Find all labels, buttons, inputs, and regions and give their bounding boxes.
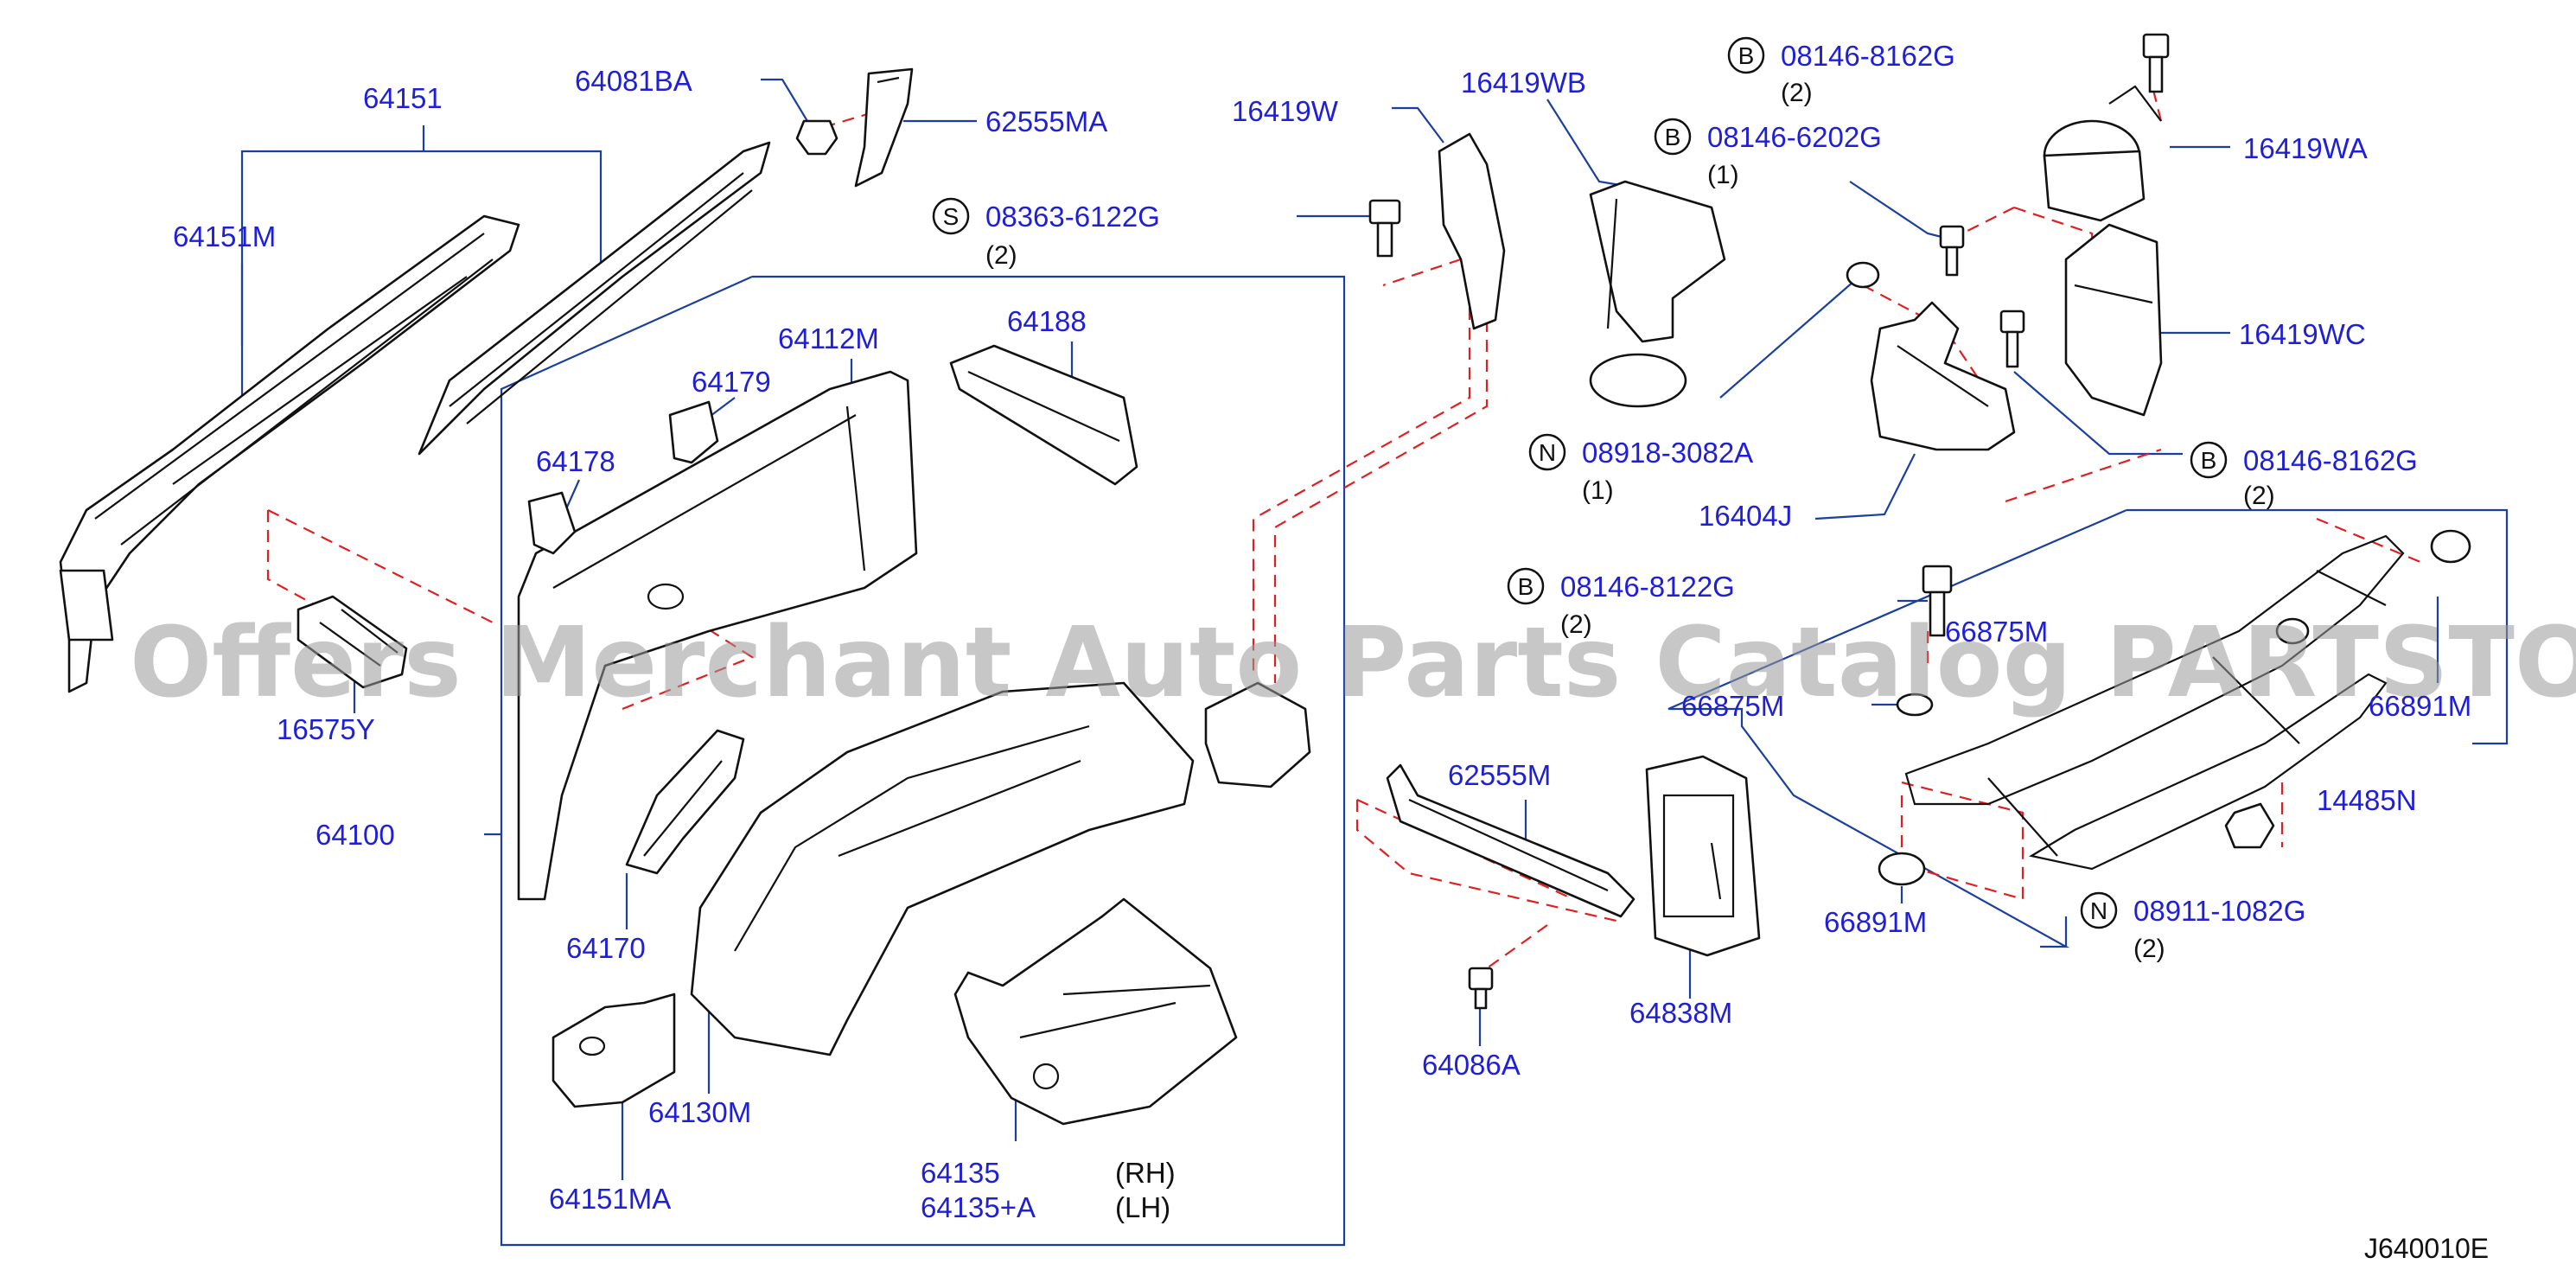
label-64135[interactable]: 64135 (921, 1157, 1000, 1189)
label-lh: (LH) (1115, 1191, 1170, 1223)
part-14485N-frame (1904, 534, 2405, 871)
part-66891M-right-mount (2275, 529, 2471, 645)
label-66891M-right[interactable]: 66891M (2369, 690, 2471, 722)
part-62555M-rod (1386, 763, 1636, 918)
badge-letter: B (1518, 573, 1534, 600)
label-64130M[interactable]: 64130M (648, 1096, 751, 1128)
part-16419WC-bracket (2064, 223, 2163, 417)
fastener-qty: (2) (985, 241, 1017, 270)
fastener-qty: (1) (1582, 476, 1614, 505)
label-16419W[interactable]: 16419W (1232, 95, 1339, 127)
assembly-box-64100 (484, 275, 1346, 1247)
label-64112M[interactable]: 64112M (778, 322, 879, 354)
part-16404J-strap (1870, 301, 2016, 451)
fastener-08918-3082A[interactable]: N 08918-3082A (1) (1528, 433, 1753, 505)
leader-lines (240, 78, 2439, 1180)
part-64188-reinforcement (949, 344, 1138, 486)
badge-letter: N (2090, 897, 2107, 924)
label-64135A[interactable]: 64135+A (921, 1191, 1036, 1223)
part-16419W-bracket (1438, 132, 1506, 330)
label-rh: (RH) (1115, 1157, 1176, 1189)
diagram-code: J640010E (2364, 1233, 2489, 1264)
part-16575Y-bushing (296, 595, 408, 689)
part-labels: 64151 64151M 64081BA 62555MA 16575Y 6410… (173, 65, 2471, 1223)
label-16419WB[interactable]: 16419WB (1461, 67, 1586, 99)
fastener-qty: (2) (2243, 482, 2275, 510)
label-62555M[interactable]: 62555M (1448, 759, 1551, 791)
part-08146-6202G-bolt (1939, 225, 1965, 277)
label-62555MA[interactable]: 62555MA (985, 105, 1107, 137)
fastener-08146-8162G-top[interactable]: B 08146-8162G (2) (1727, 36, 1955, 107)
part-08918-nut (1846, 261, 1880, 289)
label-64100[interactable]: 64100 (316, 819, 395, 851)
fastener-qty: (2) (1560, 610, 1592, 639)
fastener-08363-6122G[interactable]: S 08363-6122G (2) (932, 197, 1160, 270)
part-64130M-wheelhouse (690, 681, 1195, 1056)
fastener-part-number: 08146-8122G (1560, 571, 1735, 603)
part-64081BA-nut (795, 119, 838, 156)
label-64179[interactable]: 64179 (692, 366, 771, 398)
label-64170[interactable]: 64170 (566, 932, 646, 964)
part-64179-bracket (668, 400, 719, 464)
fastener-qty: (2) (2133, 935, 2165, 963)
badge-letter: B (2201, 447, 2217, 474)
fastener-08146-8162G-mid[interactable]: B 08146-8162G (2) (2190, 441, 2418, 510)
label-64838M[interactable]: 64838M (1629, 997, 1732, 1029)
fastener-part-number: 08918-3082A (1582, 437, 1753, 469)
fastener-08146-6202G[interactable]: B 08146-6202G (1) (1654, 118, 1882, 189)
badge-letter: B (1738, 42, 1755, 69)
part-64086A-bolt (1468, 967, 1494, 1010)
fastener-08146-8122G[interactable]: B 08146-8122G (2) (1507, 567, 1735, 639)
label-64151[interactable]: 64151 (363, 82, 443, 114)
part-64151-cowl-inner (418, 141, 771, 456)
assembly-box-14485N (1667, 508, 2509, 948)
fastener-08911-1082G[interactable]: N 08911-1082G (2) (2080, 891, 2305, 963)
part-08146-8122G-bolt (1922, 565, 1953, 637)
part-66875M-grommet (1896, 693, 1934, 717)
label-14485N[interactable]: 14485N (2317, 784, 2417, 816)
fastener-part-number: 08363-6122G (985, 201, 1160, 233)
badge-letter: N (1539, 439, 1556, 466)
fastener-part-number: 08146-8162G (2243, 444, 2418, 476)
label-64188[interactable]: 64188 (1007, 305, 1087, 337)
badge-letter: B (1665, 124, 1681, 150)
dashed-guides (266, 86, 2421, 969)
part-64112M-hoodledge (517, 370, 918, 901)
part-16419WB-holder (1589, 180, 1726, 408)
part-bracket-near-16419W (1204, 681, 1311, 788)
fastener-part-number: 08911-1082G (2133, 895, 2305, 927)
fastener-qty: (1) (1707, 161, 1739, 189)
fastener-part-number: 08146-6202G (1707, 121, 1882, 153)
watermark-text: Offers Merchant Auto Parts Catalog PARTS… (130, 607, 2576, 719)
part-08363-bolt (1368, 199, 1401, 258)
label-66875M[interactable]: 66875M (1681, 690, 1784, 722)
label-16575Y[interactable]: 16575Y (277, 713, 375, 745)
label-16419WC[interactable]: 16419WC (2239, 318, 2366, 350)
fastener-qty: (2) (1781, 79, 1813, 107)
part-64838M-plate (1645, 755, 1761, 957)
label-64086A[interactable]: 64086A (1422, 1049, 1521, 1081)
label-16419WA[interactable]: 16419WA (2243, 132, 2368, 164)
label-66891M-bottom[interactable]: 66891M (1824, 906, 1927, 938)
part-64151M-cowl-outer (59, 214, 520, 693)
label-64178[interactable]: 64178 (536, 445, 615, 477)
badge-letter: S (943, 203, 960, 230)
label-16404J[interactable]: 16404J (1699, 500, 1792, 532)
label-64151M[interactable]: 64151M (173, 220, 276, 252)
part-66891M-bottom-mount (1878, 852, 1926, 886)
label-66875M-top[interactable]: 66875M (1945, 616, 2048, 648)
label-64151MA[interactable]: 64151MA (549, 1183, 671, 1215)
part-08146-8162G-top-bolt (2142, 33, 2170, 93)
part-08911-nut (2224, 802, 2275, 849)
part-08146-8162G-mid-bolt (1999, 310, 2025, 368)
part-64178-bracket (527, 491, 577, 555)
fastener-part-number: 08146-8162G (1781, 40, 1955, 72)
part-64170-extension (625, 729, 745, 875)
part-62555MA-bracket (854, 67, 914, 188)
part-16419WA-clamp (2043, 85, 2162, 222)
part-64135-support (953, 897, 1238, 1126)
label-64081BA[interactable]: 64081BA (575, 65, 692, 97)
part-64151MA-cap (552, 993, 676, 1108)
